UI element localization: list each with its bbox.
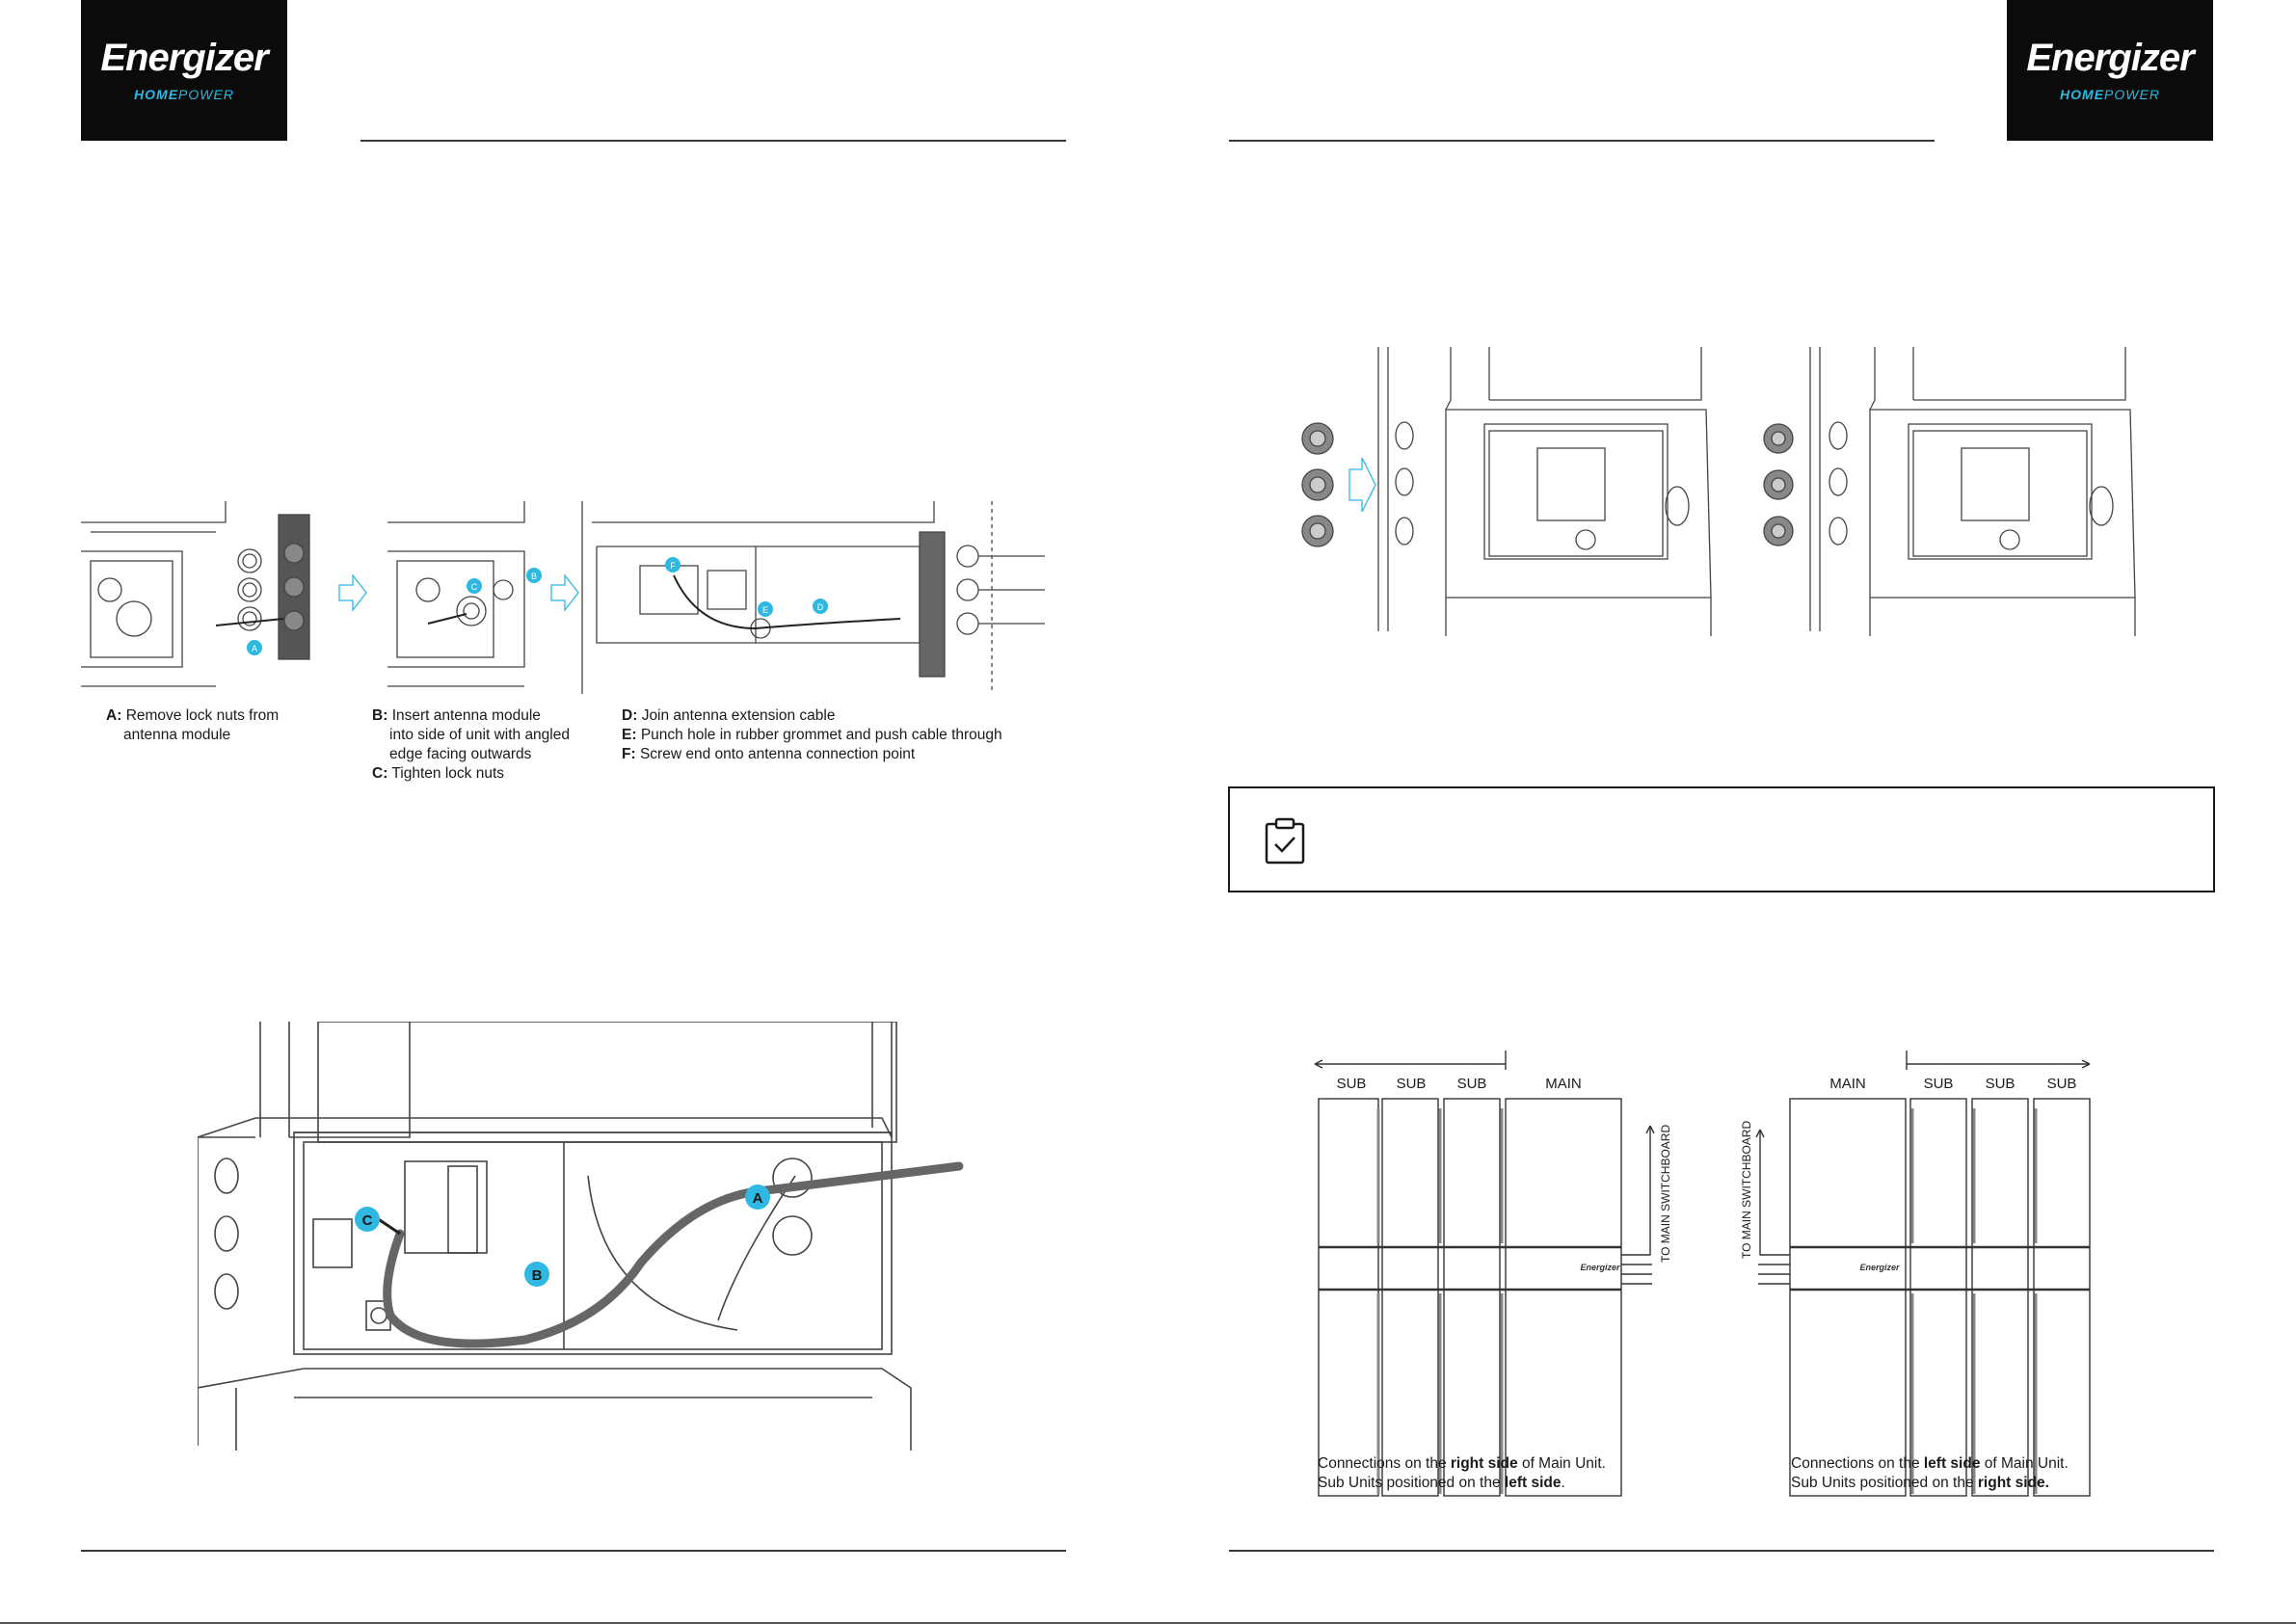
grommet-install-diagrams [1301, 347, 2136, 636]
footer-rule-left [81, 1550, 1066, 1552]
svg-text:B: B [532, 1267, 543, 1284]
brand-name: Energizer [2026, 37, 2194, 79]
antenna-steps-diagram: A C B F E D [81, 501, 1045, 694]
layout-right-sub-2: SUB [1986, 1076, 2016, 1092]
svg-text:Energizer: Energizer [1580, 1263, 1620, 1272]
layout-left-caption: Connections on the right side of Main Un… [1318, 1455, 1606, 1491]
svg-text:A: A [753, 1190, 763, 1207]
svg-text:E: E [762, 605, 768, 615]
antenna-cable [383, 1161, 964, 1348]
brand-logo-right: Energizer HOMEPOWER [2007, 0, 2213, 141]
layout-left-sub-2: SUB [1397, 1076, 1427, 1092]
layout-left-sub-3: SUB [1457, 1076, 1487, 1092]
step-caption-a: A: Remove lock nuts from antenna module [106, 707, 280, 743]
unit-layout-diagrams: SUB SUB SUB MAIN Energizer TO MAIN SWITC… [1314, 1051, 2091, 1497]
svg-text:B: B [531, 572, 537, 581]
layout-right-switchboard: TO MAIN SWITCHBOARD [1740, 1121, 1753, 1259]
brand-logo-left: Energizer HOMEPOWER [81, 0, 287, 141]
layout-left-sub-1: SUB [1337, 1076, 1367, 1092]
svg-text:D: D [817, 602, 824, 612]
layout-left-main: MAIN [1545, 1076, 1582, 1092]
antenna-routing-diagram: C B A [198, 1022, 964, 1451]
step-caption-d-e-f: D: Join antenna extension cable E: Punch… [622, 707, 1002, 762]
svg-text:F: F [670, 561, 676, 571]
layout-right-sub-1: SUB [1924, 1076, 1954, 1092]
footer-rule-right [1229, 1550, 2214, 1552]
callout-b [524, 1262, 549, 1287]
note-box [1228, 786, 2215, 892]
header-rule-left [360, 140, 1066, 142]
layout-right-main: MAIN [1829, 1076, 1866, 1092]
page-bottom-edge [0, 1622, 2296, 1624]
svg-text:C: C [471, 582, 478, 592]
brand-name: Energizer [100, 37, 268, 79]
callout-markers: A C B F E D [247, 557, 828, 655]
header-rule-right [1229, 140, 1935, 142]
callout-a [745, 1185, 770, 1210]
layout-right-sub-3: SUB [2047, 1076, 2077, 1092]
brand-sub: HOMEPOWER [134, 87, 234, 102]
clipboard-check-icon [1265, 817, 1305, 865]
svg-text:C: C [362, 1212, 373, 1229]
layout-right-caption: Connections on the left side of Main Uni… [1791, 1455, 2069, 1491]
svg-text:Energizer: Energizer [1859, 1263, 1900, 1272]
callout-c [355, 1207, 380, 1232]
step-caption-b-c: B: Insert antenna module into side of un… [372, 707, 570, 782]
brand-sub: HOMEPOWER [2060, 87, 2160, 102]
svg-text:A: A [252, 644, 257, 653]
layout-left-switchboard: TO MAIN SWITCHBOARD [1659, 1125, 1672, 1263]
